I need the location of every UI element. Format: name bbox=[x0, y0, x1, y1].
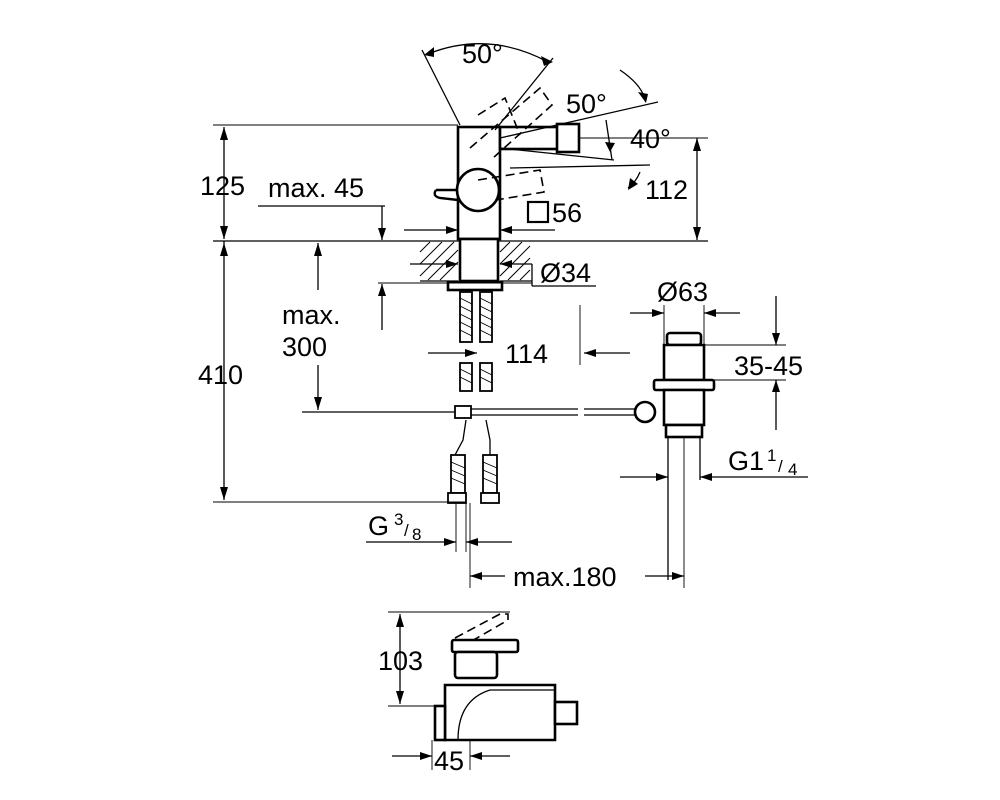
side-base-plate bbox=[433, 704, 447, 742]
label-hole-dia: Ø34 bbox=[540, 258, 591, 288]
label-waste-range: 35-45 bbox=[734, 351, 803, 381]
label-waste-dia: Ø63 bbox=[657, 277, 708, 307]
side-body bbox=[443, 683, 557, 742]
label-angle-lever: 50° bbox=[462, 39, 503, 69]
label-supply-thread-main: G bbox=[368, 511, 389, 541]
dim-waste-range bbox=[704, 296, 786, 430]
label-waste-thread-slash: / bbox=[778, 457, 783, 476]
dim-114 bbox=[428, 305, 630, 365]
dim-supply-thread bbox=[366, 503, 512, 552]
dim-waste-dia bbox=[630, 305, 740, 345]
side-spout bbox=[553, 700, 579, 726]
label-below-deck-line1: max. bbox=[282, 300, 341, 330]
label-reach-180: max.180 bbox=[513, 562, 617, 592]
threaded-stem bbox=[458, 237, 500, 283]
dim-deck-thickness bbox=[258, 205, 532, 330]
side-lever-alt bbox=[454, 613, 509, 643]
side-lever bbox=[450, 638, 520, 654]
dim-waste-thread bbox=[620, 473, 808, 481]
faucet-body bbox=[433, 122, 581, 292]
dim-125 bbox=[213, 124, 458, 239]
label-waste-thread-num: 1 bbox=[767, 446, 776, 465]
label-base-square: 56 bbox=[552, 198, 582, 228]
dim-reach bbox=[469, 437, 685, 588]
angle-annotations bbox=[421, 43, 659, 190]
faucet-spout bbox=[498, 125, 560, 151]
faucet-handle-knob bbox=[455, 167, 501, 213]
label-waste-thread-main: G1 bbox=[728, 446, 764, 476]
deck-section-hatch bbox=[419, 241, 532, 282]
label-height-112: 112 bbox=[645, 175, 688, 205]
label-supply-thread-den: 8 bbox=[412, 525, 421, 544]
label-supply-thread-num: 3 bbox=[394, 510, 403, 529]
label-supply-thread: G 3 / 8 bbox=[368, 510, 421, 544]
front-view: 50° 50° 40° 125 112 max. 45 56 Ø34 max. … bbox=[198, 39, 808, 592]
label-height-125: 125 bbox=[200, 171, 245, 201]
label-center-114: 114 bbox=[505, 339, 548, 369]
spout-nozzle bbox=[555, 122, 581, 154]
label-angle-spout-top: 50° bbox=[566, 89, 607, 119]
dim-410 bbox=[213, 241, 466, 503]
side-handle bbox=[453, 650, 499, 680]
label-side-height-103: 103 bbox=[378, 646, 423, 676]
label-waste-thread: G1 1 / 4 bbox=[728, 446, 797, 479]
waste-assembly bbox=[633, 331, 716, 580]
label-waste-thread-den: 4 bbox=[788, 460, 797, 479]
lever bbox=[433, 188, 459, 202]
label-deck-thickness: max. 45 bbox=[268, 173, 364, 203]
popup-rod bbox=[302, 405, 640, 419]
waste-plug bbox=[665, 331, 703, 347]
label-below-deck-line2: 300 bbox=[282, 332, 327, 362]
label-angle-spout-bottom: 40° bbox=[630, 124, 671, 154]
dim-hole bbox=[404, 226, 596, 287]
dim-112 bbox=[580, 137, 708, 240]
label-supply-thread-slash: / bbox=[404, 521, 409, 540]
dim-below-deck bbox=[314, 243, 322, 410]
mounting-nut bbox=[446, 280, 504, 292]
label-total-410: 410 bbox=[198, 360, 243, 390]
label-side-depth-45: 45 bbox=[434, 746, 464, 776]
supply-hoses bbox=[447, 291, 500, 504]
square-symbol-icon bbox=[526, 200, 550, 224]
side-view: 103 45 bbox=[378, 611, 579, 776]
